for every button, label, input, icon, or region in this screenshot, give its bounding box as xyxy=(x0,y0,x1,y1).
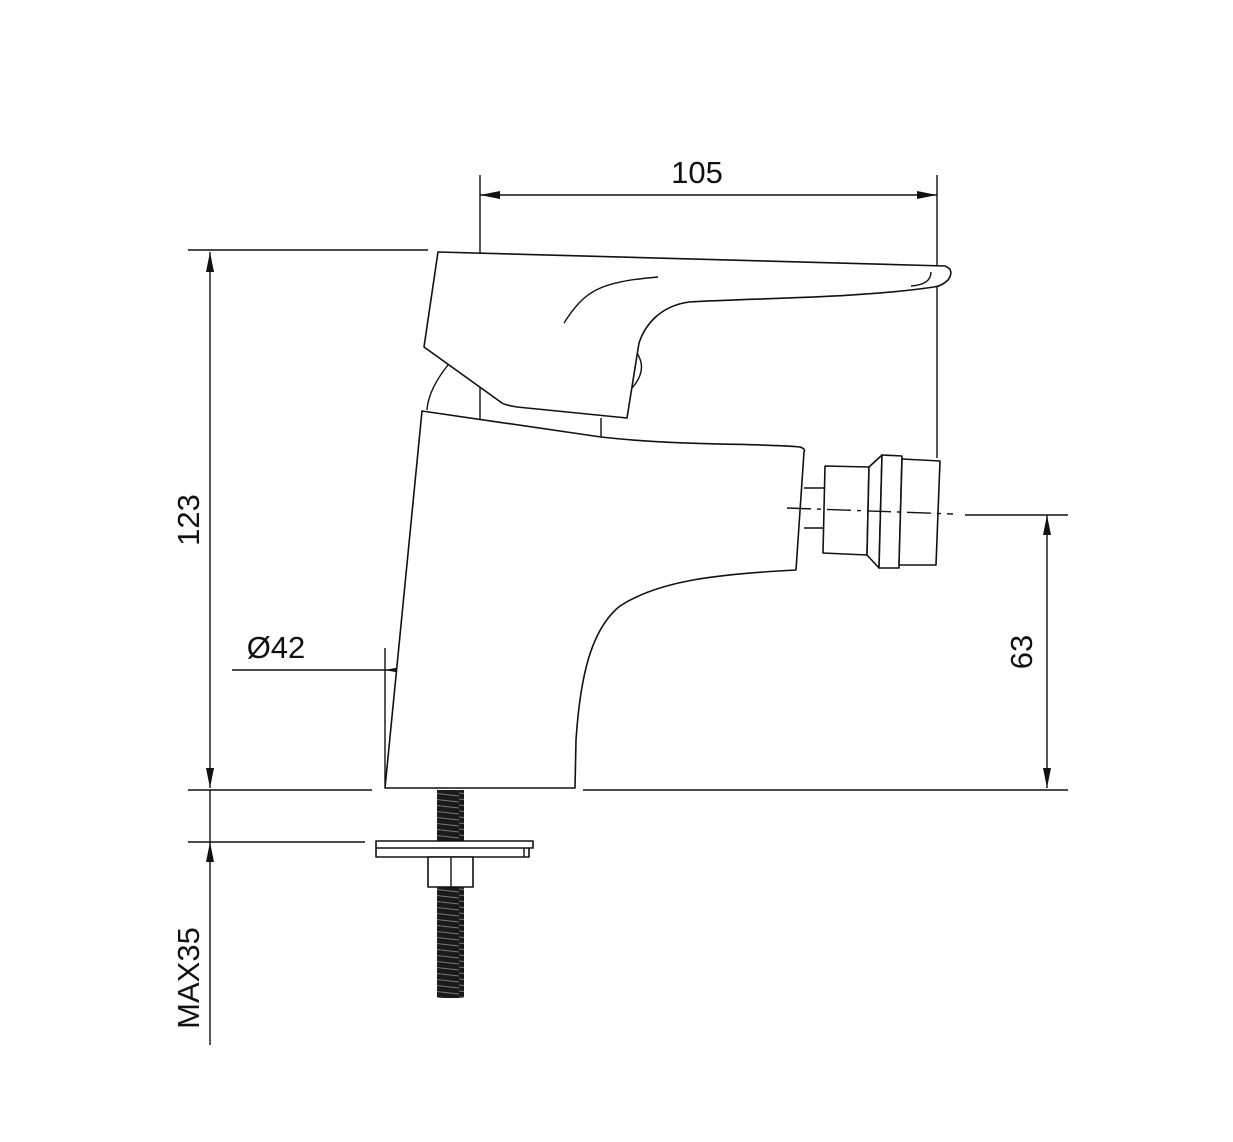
dimension-label-123: 123 xyxy=(171,494,206,546)
lever-handle xyxy=(423,251,952,419)
dimension-label-diameter: Ø42 xyxy=(247,630,306,665)
dimension-123: 123 xyxy=(171,252,214,788)
aerator-outlet xyxy=(786,454,954,569)
dimension-63: 63 xyxy=(1004,515,1051,788)
dimension-label-max35: MAX35 xyxy=(171,927,206,1029)
dimension-max35: MAX35 xyxy=(171,790,214,1045)
dimension-label-105: 105 xyxy=(671,155,723,190)
faucet-body xyxy=(384,410,806,789)
mounting-bolt xyxy=(375,790,534,998)
dimension-label-63: 63 xyxy=(1004,635,1039,669)
dimension-105: 105 xyxy=(480,155,937,199)
